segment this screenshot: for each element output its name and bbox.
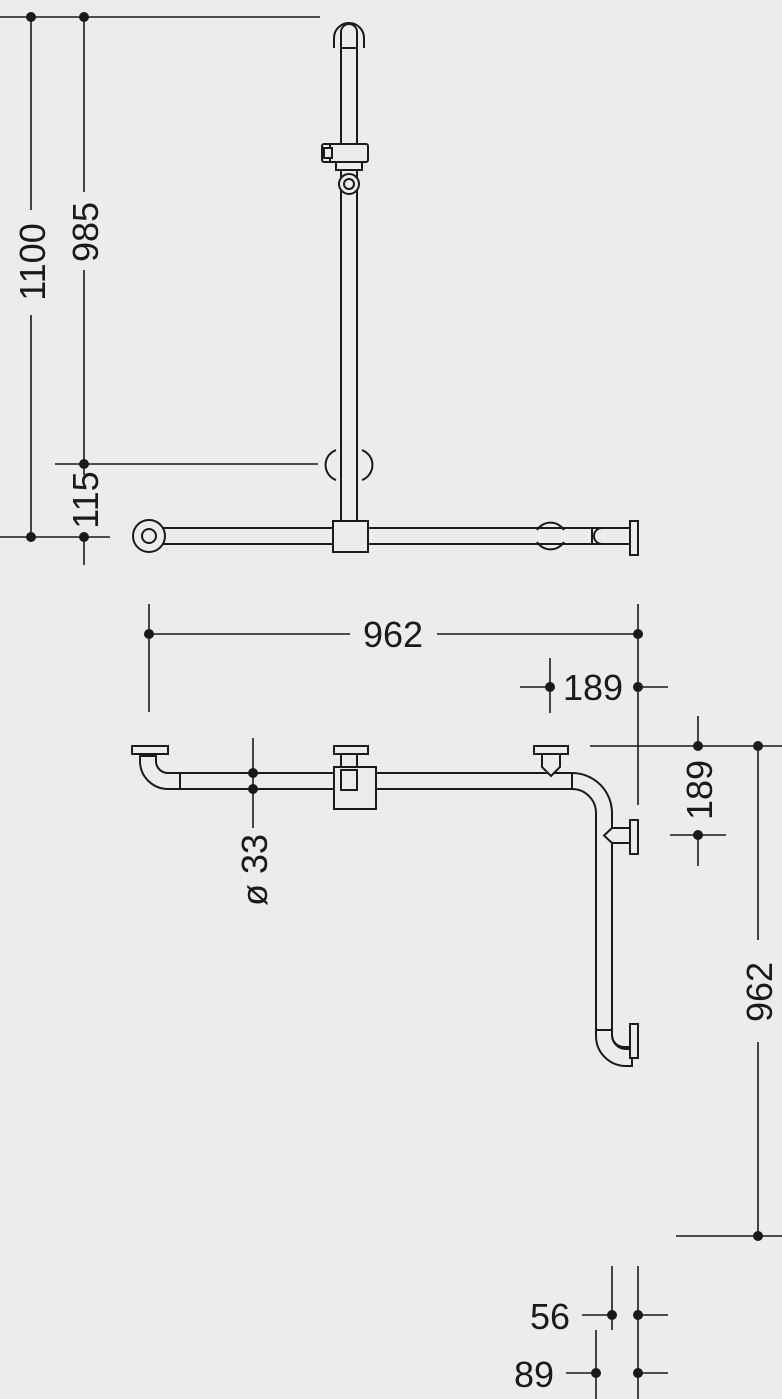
riser-wall-flange xyxy=(324,449,374,481)
horizontal-rail xyxy=(132,519,639,556)
dim-wall-distance-small: 56 xyxy=(530,1296,570,1337)
dim-height-upper: 985 xyxy=(65,202,106,262)
dim-offset-side: 189 xyxy=(679,760,720,820)
front-dimensions: 1100 985 115 xyxy=(0,12,320,565)
top-dimensions: 962 189 ø 33 189 962 56 xyxy=(144,604,782,1399)
dim-width-front: 962 xyxy=(363,614,423,655)
dim-depth-side: 962 xyxy=(739,962,780,1022)
dim-wall-distance-large: 89 xyxy=(514,1354,554,1395)
dim-height-total: 1100 xyxy=(12,223,53,300)
front-view xyxy=(132,22,639,556)
dim-offset-top: 189 xyxy=(563,667,623,708)
shower-head-holder xyxy=(321,143,369,195)
dim-tube-diameter: ø 33 xyxy=(234,834,275,906)
dim-height-lower: 115 xyxy=(65,471,106,528)
top-view xyxy=(131,745,639,1067)
vertical-riser-rail xyxy=(333,22,365,526)
